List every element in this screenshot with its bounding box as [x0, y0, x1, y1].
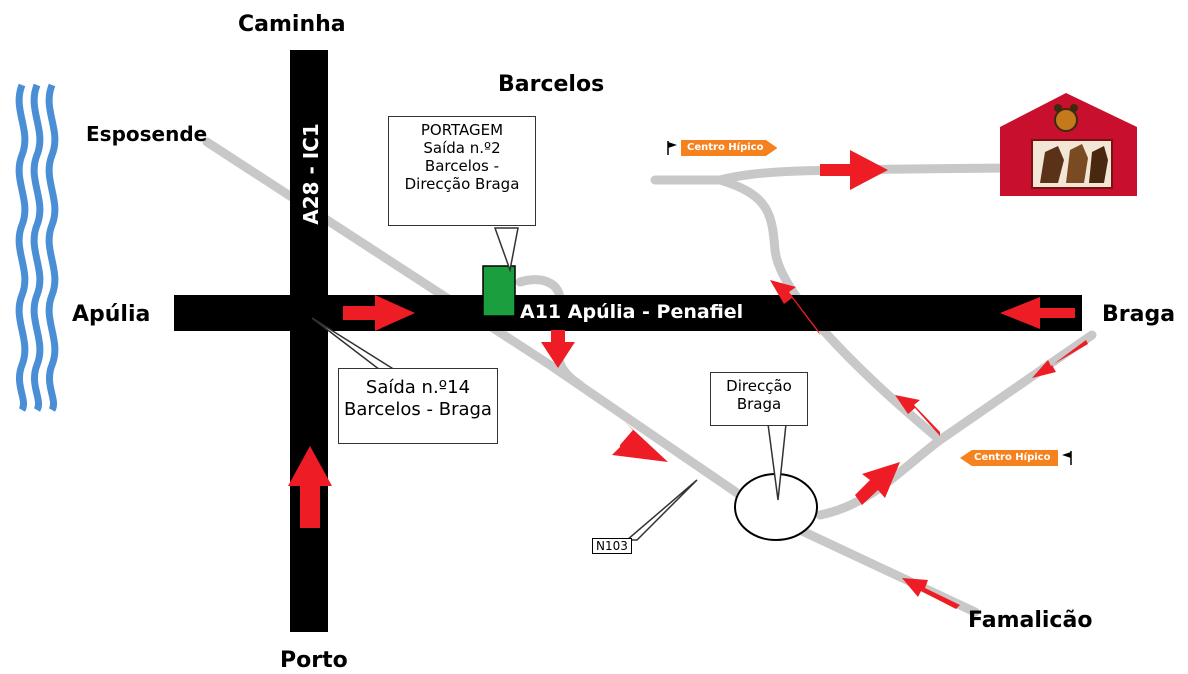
callout-saida-14-line1: Saída n.º14: [365, 377, 471, 398]
arrow-n103: [612, 422, 668, 462]
callout-direccao-braga: Direcção Braga: [710, 372, 808, 426]
place-barcelos: Barcelos: [498, 72, 605, 97]
road-braga-branch: [815, 330, 1097, 520]
sign-centro-hipico-right-label: Centro Hípico: [960, 450, 1059, 466]
road-label-n103: N103: [592, 538, 632, 554]
callout-direccao-braga-line2: Braga: [736, 395, 782, 413]
flag-icon: [1062, 451, 1073, 465]
callout-direccao-braga-line1: Direcção: [726, 377, 792, 395]
arrow-a11-east: [343, 295, 415, 331]
place-apulia: Apúlia: [72, 302, 151, 327]
motorway-a28: [290, 50, 328, 632]
place-caminha: Caminha: [238, 12, 346, 37]
sign-centro-hipico-top-label: Centro Hípico: [681, 140, 778, 156]
callout-portagem-line4: Direcção Braga: [404, 175, 520, 193]
direction-arrows: [288, 150, 1088, 609]
place-porto: Porto: [280, 648, 348, 673]
road-to-barn: [715, 163, 1010, 185]
place-braga: Braga: [1102, 302, 1176, 327]
arrow-braga-west: [1000, 297, 1075, 329]
motorway-a11: [174, 295, 1082, 331]
callout-portagem-line1: PORTAGEM: [420, 121, 504, 139]
road-label-a28: A28 - IC1: [299, 123, 323, 225]
arrow-exit-down: [541, 330, 575, 368]
callout-portagem-line2: Saída n.º2: [423, 139, 501, 157]
barn-icon: [1000, 93, 1137, 196]
place-famalicao: Famalicão: [968, 608, 1093, 633]
sign-centro-hipico-top: Centro Hípico: [665, 139, 778, 157]
arrow-roundabout-exit: [855, 462, 900, 505]
callout-portagem-line3: Barcelos -: [424, 157, 500, 175]
callout-saida-14: Saída n.º14 Barcelos - Braga: [338, 368, 498, 444]
callout-saida-14-line2: Barcelos - Braga: [344, 398, 492, 420]
arrow-porto-up: [288, 446, 332, 528]
arrow-branch-up: [895, 395, 940, 436]
wave-icon: [15, 83, 59, 412]
road-label-a11: A11 Apúlia - Penafiel: [520, 301, 744, 323]
toll-icon: [482, 265, 516, 317]
arrow-to-barn: [820, 150, 888, 190]
flag-icon: [667, 141, 677, 155]
arrow-braga-in: [1032, 340, 1088, 378]
road-to-stable: [650, 175, 945, 445]
callout-portagem: PORTAGEM Saída n.º2 Barcelos - Direcção …: [388, 116, 536, 226]
place-esposende: Esposende: [86, 122, 208, 146]
arrow-famalicao-in: [902, 578, 960, 609]
sign-centro-hipico-right: Centro Hípico: [960, 449, 1074, 467]
arrow-stable-up: [770, 280, 820, 335]
